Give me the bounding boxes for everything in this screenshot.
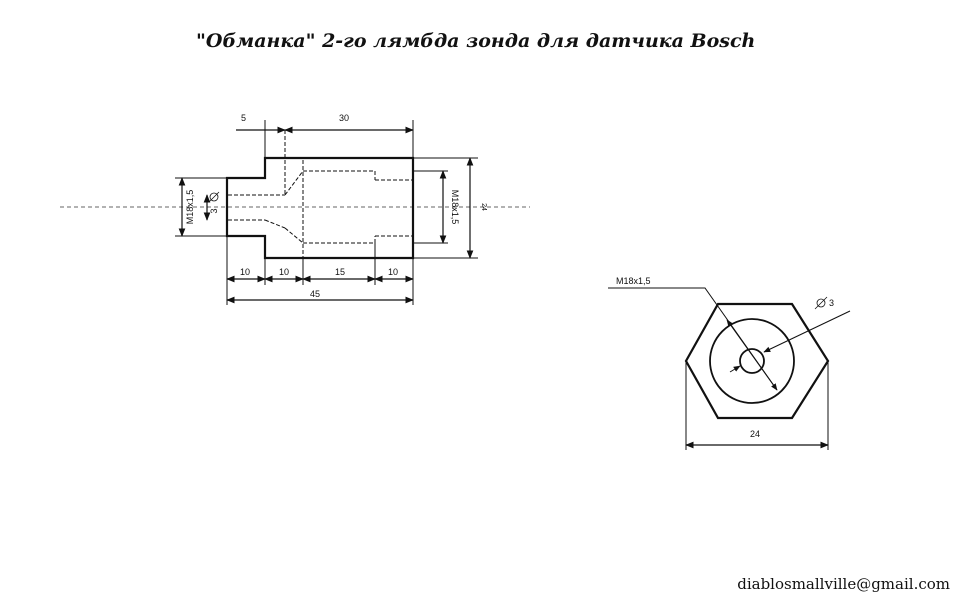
dim-15: 15 (335, 267, 345, 277)
drawing-title: "Обманка" 2-го лямбда зонда для датчика … (196, 30, 756, 52)
bore-leader (763, 310, 851, 353)
dim-10-second: 10 (279, 267, 289, 277)
front-bore-label: 3 (829, 298, 834, 308)
dim-10-first: 10 (240, 267, 250, 277)
side-view: 5 30 M18x1,5 3 M18x1,5 24 10 10 15 10 45 (60, 113, 530, 305)
dim-30: 30 (339, 113, 349, 123)
front-diameter-symbol (816, 298, 826, 308)
dim-24: 24 (480, 203, 487, 211)
dim-10-third: 10 (388, 267, 398, 277)
part-outline (225, 156, 415, 260)
bore-circle (739, 348, 765, 374)
dim-bore: 3 (209, 208, 219, 213)
dim-thread-left: M18x1,5 (185, 190, 195, 225)
front-width-label: 24 (750, 429, 760, 439)
hidden-lines (228, 130, 412, 258)
front-thread-label: M18x1,5 (616, 276, 651, 286)
dimension-lines (178, 126, 474, 304)
front-view: M18x1,5 3 24 (608, 276, 851, 450)
bore-diameter-symbol (209, 192, 219, 202)
thread-circle (709, 318, 795, 404)
dim-thread-right: M18x1,5 (450, 190, 460, 225)
author-email: diablosmallville@gmail.com (737, 575, 950, 593)
extension-lines (175, 120, 478, 305)
dim-45: 45 (310, 289, 320, 299)
dim-5: 5 (241, 113, 246, 123)
